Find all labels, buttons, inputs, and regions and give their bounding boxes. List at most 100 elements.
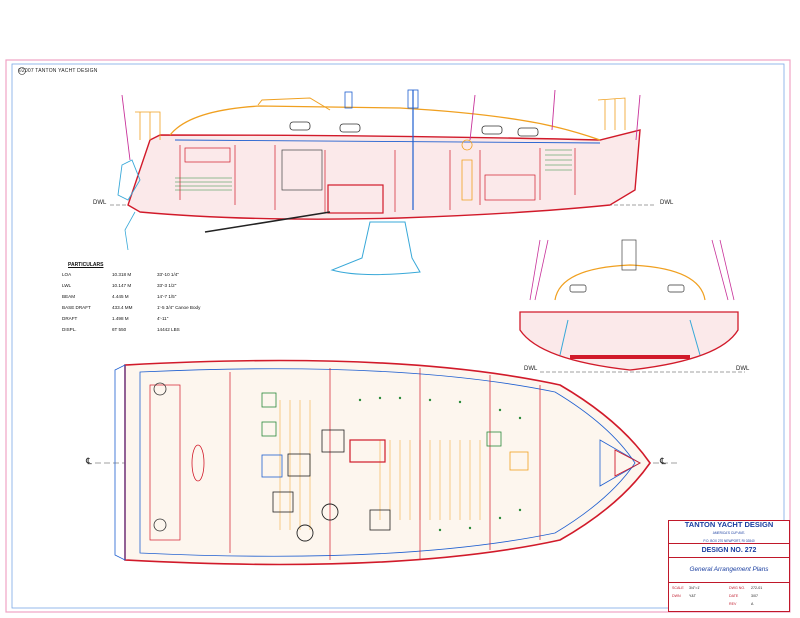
rev-label: REV xyxy=(729,602,737,606)
galley-sink xyxy=(349,439,386,463)
row-label: LWL xyxy=(62,283,72,288)
rudder-skeg xyxy=(124,211,136,251)
galley-locker xyxy=(281,149,323,191)
dwl-label-section-right: DWL xyxy=(736,366,750,372)
hatch-aft xyxy=(272,491,294,513)
row-imperial: 4'-11" xyxy=(157,316,169,321)
hull-section xyxy=(519,311,739,371)
rev-value: A xyxy=(751,602,754,606)
berth-fwd xyxy=(545,149,572,171)
human-scale-figure xyxy=(461,139,473,201)
foredeck xyxy=(599,439,641,487)
prop-shaft xyxy=(204,211,331,233)
centerline-symbol-fwd: ℄ xyxy=(660,456,666,466)
anchor-locker xyxy=(614,449,641,477)
firm-block: TANTON YACHT DESIGN AMERICA'S CUP AVE. P… xyxy=(669,521,789,544)
row-label: LOA xyxy=(62,272,72,277)
particulars-row: LOA 10.318 M 33'-10 1/4" xyxy=(62,272,200,283)
fwd-drawers xyxy=(484,174,536,201)
cabin-top xyxy=(169,105,601,141)
helm-wheel xyxy=(191,444,205,482)
rudder xyxy=(117,159,141,201)
hatch-fwd xyxy=(486,431,502,447)
cabin-section xyxy=(554,264,706,301)
aft-cabinet xyxy=(184,147,231,163)
scale-value: 3/4"=1' xyxy=(689,586,701,590)
row-imperial: 33'-3 1/2" xyxy=(157,283,177,288)
row-metric: 4.445 M xyxy=(112,294,129,299)
mast-section xyxy=(621,239,637,271)
stove xyxy=(321,429,345,453)
firm-address-1: AMERICA'S CUP AVE. xyxy=(712,531,746,535)
row-label: DRAFT xyxy=(62,316,78,321)
row-metric: 1.498 M xyxy=(112,316,129,321)
row-metric: 10.318 M xyxy=(112,272,132,277)
keel-profile xyxy=(330,221,421,276)
dwg-no-label: DWG NO. xyxy=(729,586,746,590)
section-port-1 xyxy=(569,284,587,293)
hull-profile xyxy=(127,129,641,220)
plan-view xyxy=(95,359,680,566)
row-metric: 433.4 MM xyxy=(112,305,133,310)
drawn-value: Y&T xyxy=(689,594,696,598)
row-label: DISPL. xyxy=(62,327,77,332)
particulars-row: DRAFT 1.498 M 4'-11" xyxy=(62,316,200,327)
row-imperial: 1'-5 3/4" Canoe Body xyxy=(157,305,201,310)
backstay xyxy=(121,94,131,161)
hatch-mid xyxy=(369,509,391,531)
section-port-2 xyxy=(667,284,685,293)
firm-name: TANTON YACHT DESIGN xyxy=(684,520,774,529)
inner-border xyxy=(11,63,785,609)
copyright-line: ©2007 TANTON YACHT DESIGN xyxy=(18,68,98,74)
profile-view xyxy=(110,89,655,276)
rigging-section xyxy=(529,239,735,301)
fridge-hatch xyxy=(287,453,311,477)
berth-aft xyxy=(175,177,232,191)
porthole-3 xyxy=(481,125,503,135)
info-cells: SCALE 3/4"=1' DWN Y&T DWG NO. 272-01 DAT… xyxy=(669,583,789,611)
deck-plan xyxy=(139,368,636,557)
plan-title: General Arrangement Plans xyxy=(669,558,789,583)
firm-address-2: P.O. BOX 270 NEWPORT, RI 02840 xyxy=(703,539,755,543)
row-metric: 6T 550 xyxy=(112,327,127,332)
winch-2 xyxy=(153,518,167,532)
row-label: BEAM xyxy=(62,294,76,299)
dwl-label-section-left: DWL xyxy=(524,366,538,372)
bulkheads-plan xyxy=(229,368,541,560)
particulars-row: BASE DRAFT 433.4 MM 1'-5 3/4" Canoe Body xyxy=(62,305,200,316)
dwl-label-profile-aft: DWL xyxy=(93,200,107,206)
bilge-keels-section xyxy=(559,319,701,356)
dwg-no-value: 272-01 xyxy=(751,586,763,590)
centerline-symbol-aft: ℄ xyxy=(86,456,92,466)
engine-box xyxy=(327,184,384,214)
hull-plan xyxy=(124,359,651,566)
title-block: TANTON YACHT DESIGN AMERICA'S CUP AVE. P… xyxy=(668,520,790,612)
porthole-2 xyxy=(339,123,361,133)
scale-label: SCALE xyxy=(672,586,684,590)
row-imperial: 14442 LBS xyxy=(157,327,180,332)
mast-head xyxy=(407,89,419,109)
dodger xyxy=(257,97,331,111)
deck-line xyxy=(174,139,601,144)
row-imperial: 33'-10 1/4" xyxy=(157,272,179,277)
drawn-label: DWN xyxy=(672,594,681,598)
stay-1 xyxy=(469,94,476,141)
hatch-2 xyxy=(261,421,277,437)
head-sink xyxy=(296,524,314,542)
fwd-cabin-table xyxy=(509,451,529,471)
hatch-1 xyxy=(261,392,277,408)
stay-2 xyxy=(551,89,556,131)
row-label: BASE DRAFT xyxy=(62,305,91,310)
cockpit xyxy=(149,384,181,541)
outer-border xyxy=(5,59,791,613)
dwl-label-profile-fwd: DWL xyxy=(660,200,674,206)
design-number: DESIGN NO. 272 xyxy=(669,544,789,558)
bow-rail xyxy=(597,97,626,130)
mast-step xyxy=(344,91,353,109)
stern-rail xyxy=(135,111,161,140)
deck-fittings xyxy=(358,396,522,532)
